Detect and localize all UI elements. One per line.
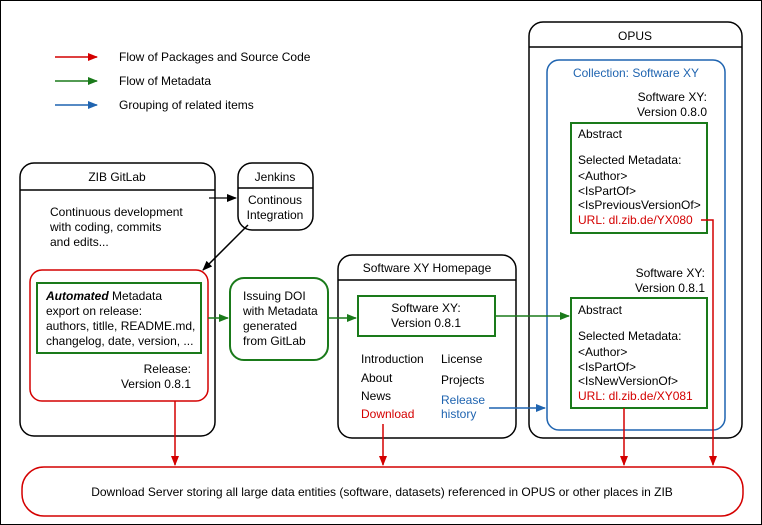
opus-entry-1-version-line-2: Version 0.8.0	[637, 105, 707, 119]
connectors	[171, 194, 717, 466]
homepage-link-download[interactable]: Download	[361, 407, 414, 421]
homepage-version-line-1: Software XY:	[391, 301, 460, 315]
opus-entry-2-meta-line-2: <Author>	[578, 345, 627, 359]
metadata-export-heading: Automated Metadata	[45, 289, 162, 303]
opus-entry-2-version-line-2: Version 0.8.1	[635, 281, 705, 295]
homepage-link-release-history-2[interactable]: history	[441, 407, 476, 421]
metadata-export-line-2: authors, titlle, README.md,	[46, 319, 195, 333]
gitlab-box	[19, 162, 216, 437]
legend-metadata-label: Flow of Metadata	[119, 74, 211, 88]
gitlab-title: ZIB GitLab	[88, 170, 146, 184]
release-version: Version 0.8.1	[121, 377, 191, 391]
homepage-link-news[interactable]: News	[361, 389, 391, 403]
homepage-link-about[interactable]: About	[361, 371, 393, 385]
homepage-link-introduction[interactable]: Introduction	[361, 352, 424, 366]
opus-entry-1-meta-line-4: <IsPreviousVersionOf>	[578, 198, 701, 212]
homepage-node: Software XY Homepage Software XY: Versio…	[337, 254, 517, 439]
opus-entry-2-meta-line-1: Selected Metadata:	[578, 329, 681, 343]
release-label: Release:	[144, 362, 191, 376]
doi-line-2: with Metadata	[242, 304, 318, 318]
metadata-export-line-3: changelog, date, version, ...	[46, 334, 193, 348]
opus-entry-1-url[interactable]: URL: dl.zib.de/YX080	[578, 213, 693, 227]
doi-box	[229, 277, 329, 361]
doi-line-4: from GitLab	[243, 334, 306, 348]
download-server-label: Download Server storing all large data e…	[91, 485, 673, 499]
gitlab-desc-line-1: Continuous development	[50, 205, 183, 219]
homepage-version-line-2: Version 0.8.1	[391, 316, 461, 330]
doi-node: Issuing DOI with Metadata generated from…	[229, 277, 329, 361]
opus-entry-2-meta-line-4: <IsNewVersionOf>	[578, 374, 678, 388]
jenkins-box	[237, 162, 314, 231]
jenkins-node: Jenkins Continous Integration	[237, 162, 314, 231]
opus-entry-1-box	[570, 122, 708, 234]
download-server-node: Download Server storing all large data e…	[21, 466, 744, 517]
opus-entry-1-version-line-1: Software XY:	[638, 90, 707, 104]
arrow-url080-to-server	[701, 219, 717, 466]
metadata-export-line-1: export on release:	[46, 304, 142, 318]
homepage-link-license[interactable]: License	[441, 352, 483, 366]
opus-entry-2-version-line-1: Software XY:	[636, 266, 705, 280]
opus-entry-2-box	[570, 297, 708, 409]
opus-entry-1-meta-line-1: Selected Metadata:	[578, 153, 681, 167]
metadata-export-box	[36, 282, 202, 354]
opus-entry-1-meta-line-3: <IsPartOf>	[578, 184, 636, 198]
opus-title: OPUS	[618, 29, 652, 43]
collection-title: Collection: Software XY	[573, 66, 699, 80]
release-box	[29, 269, 209, 402]
jenkins-line-2: Integration	[247, 208, 304, 222]
doi-line-3: generated	[243, 319, 297, 333]
opus-entry-2-abstract: Abstract	[578, 303, 623, 317]
jenkins-line-1: Continous	[248, 193, 302, 207]
gitlab-desc-line-2: with coding, commits	[49, 220, 161, 234]
doi-line-1: Issuing DOI	[243, 289, 306, 303]
opus-entry-1-meta-line-2: <Author>	[578, 169, 627, 183]
opus-node: OPUS Collection: Software XY Software XY…	[528, 21, 743, 439]
arrow-jenkins-to-release	[202, 224, 249, 271]
legend-packages-label: Flow of Packages and Source Code	[119, 50, 311, 64]
jenkins-title: Jenkins	[255, 170, 296, 184]
download-server-box	[21, 466, 744, 517]
opus-box	[528, 21, 743, 439]
homepage-box	[337, 254, 517, 439]
collection-box	[546, 59, 726, 431]
homepage-title: Software XY Homepage	[363, 261, 492, 275]
legend: Flow of Packages and Source Code Flow of…	[55, 50, 311, 112]
legend-grouping-label: Grouping of related items	[119, 98, 254, 112]
homepage-link-release-history-1[interactable]: Release	[441, 393, 485, 407]
opus-entry-2-url[interactable]: URL: dl.zib.de/XY081	[578, 389, 693, 403]
opus-entry-2-meta-line-3: <IsPartOf>	[578, 360, 636, 374]
gitlab-node: ZIB GitLab Continuous development with c…	[19, 162, 216, 437]
opus-entry-1-abstract: Abstract	[578, 127, 623, 141]
gitlab-desc-line-3: and edits...	[50, 235, 109, 249]
homepage-link-projects[interactable]: Projects	[441, 373, 484, 387]
